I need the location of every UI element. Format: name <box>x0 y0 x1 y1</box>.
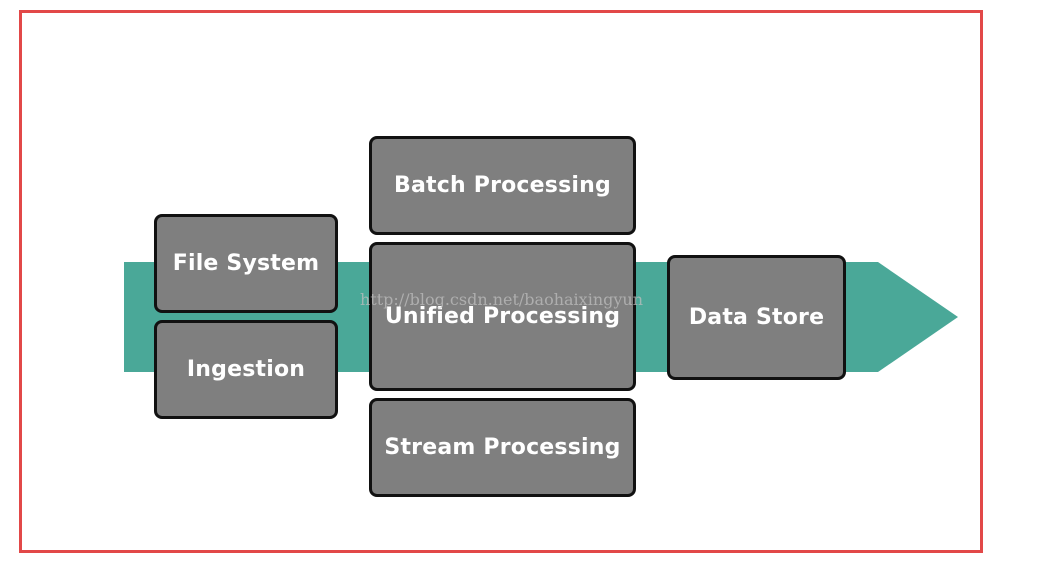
node-data-store: Data Store <box>667 255 846 380</box>
node-batch-processing: Batch Processing <box>369 136 636 235</box>
node-stream-processing: Stream Processing <box>369 398 636 497</box>
node-unified-processing-label: Unified Processing <box>384 304 621 329</box>
node-file-system-label: File System <box>172 251 320 276</box>
node-stream-processing-label: Stream Processing <box>384 435 621 460</box>
node-batch-processing-label: Batch Processing <box>394 173 611 198</box>
node-file-system: File System <box>154 214 338 313</box>
node-data-store-label: Data Store <box>688 305 825 330</box>
node-ingestion-label: Ingestion <box>186 357 306 382</box>
node-unified-processing: Unified Processing <box>369 242 636 391</box>
node-ingestion: Ingestion <box>154 320 338 419</box>
